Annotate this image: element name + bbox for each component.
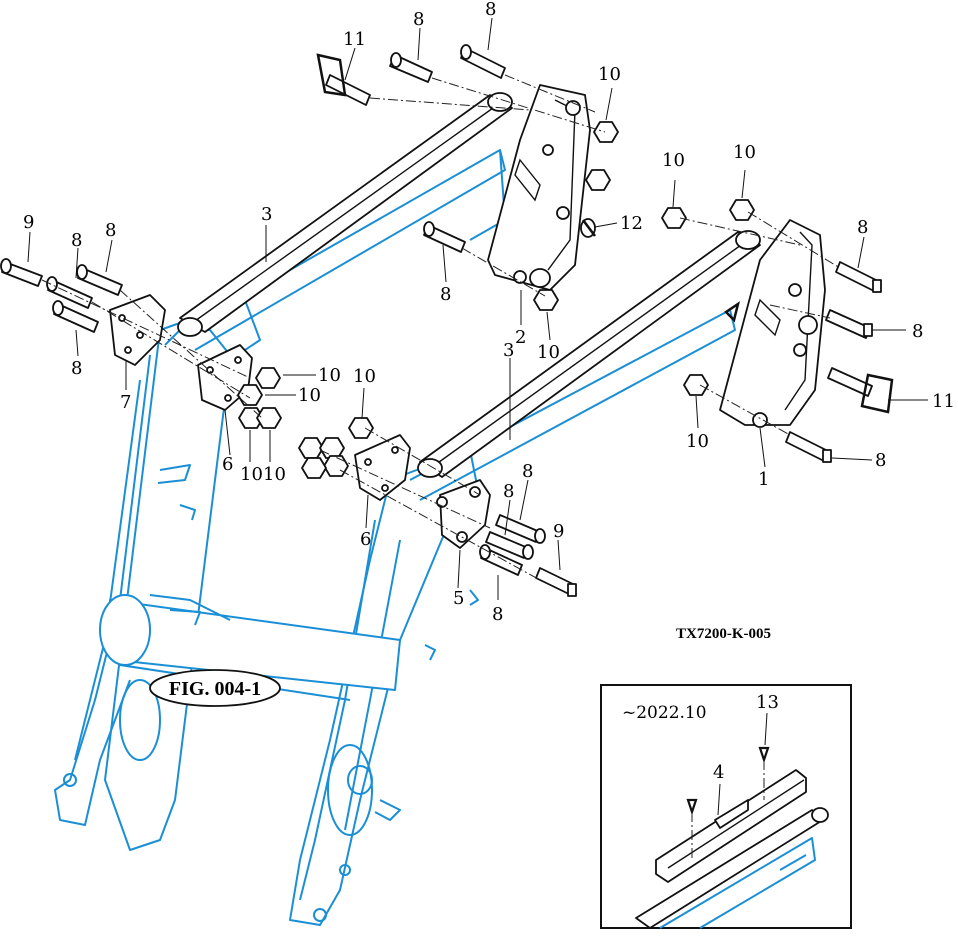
clip-12 (580, 218, 596, 238)
inset-callout-4: 4 (713, 762, 724, 783)
pins (0, 44, 894, 597)
callout-8-right-c: 8 (875, 450, 886, 471)
loader-frame (54, 149, 736, 926)
callout-8-right-b: 8 (912, 321, 923, 342)
callout-10-right-b: 10 (733, 142, 756, 163)
callout-1-bracket: 1 (758, 469, 769, 490)
callout-10-left-a: 10 (318, 365, 341, 386)
callout-10-left-c: 10 (240, 464, 263, 485)
mount-bracket-2 (487, 84, 591, 291)
callout-2-bracket: 2 (515, 327, 526, 348)
callout-8-upper-pin-b: 8 (485, 0, 496, 20)
callout-8-lower-c: 8 (492, 604, 503, 625)
inset-detail: ~2022.10 13 4 (600, 684, 852, 929)
callout-10-right-a: 10 (662, 150, 685, 171)
nuts (237, 121, 755, 479)
callout-12-clip: 12 (620, 213, 643, 234)
callout-7-plate: 7 (120, 392, 131, 413)
figure-reference-label: FIG. 004-1 (169, 678, 261, 700)
callout-5-plate: 5 (453, 588, 464, 609)
alignment-lines (41, 74, 841, 581)
callout-3-right-rail: 3 (503, 340, 514, 361)
callout-8-lower-b: 8 (503, 481, 514, 502)
callout-6-left-plate: 6 (222, 454, 233, 475)
plate-5 (436, 479, 491, 549)
callout-10-bracket2-bottom: 10 (537, 342, 560, 363)
leader-lines (27, 17, 928, 600)
callout-10-bracket2-top: 10 (598, 64, 621, 85)
callout-11-right: 11 (932, 391, 955, 412)
callout-10-mid-top: 10 (353, 366, 376, 387)
upper-rail-left (177, 92, 513, 337)
callout-labels: 11 8 8 10 12 8 2 10 3 9 8 8 8 7 10 10 6 … (23, 0, 955, 625)
callout-8-bracket2-bolt: 8 (440, 284, 451, 305)
clip-right (724, 301, 740, 323)
callout-8-left-b: 8 (105, 220, 116, 241)
figure-reference[interactable]: FIG. 004-1 (149, 669, 281, 707)
callout-8-left-a: 8 (71, 230, 82, 251)
drawing-code: TX7200-K-005 (676, 626, 771, 642)
callout-8-right-a: 8 (857, 217, 868, 238)
callout-10-left-d: 10 (263, 464, 286, 485)
plate-7 (109, 294, 166, 366)
callout-10-left-b: 10 (298, 385, 321, 406)
mount-bracket-1 (719, 219, 826, 428)
callout-6-right-plate: 6 (360, 529, 371, 550)
plate-6-right (354, 434, 411, 501)
callout-8-upper-pin-a: 8 (413, 9, 424, 30)
inset-date-label: ~2022.10 (622, 703, 707, 723)
upper-rail-right (417, 230, 761, 478)
callout-10-right-c: 10 (686, 431, 709, 452)
callout-9-lower: 9 (553, 521, 564, 542)
callout-8-left-c: 8 (71, 358, 82, 379)
callout-11-upper-left: 11 (343, 29, 366, 50)
inset-callout-13: 13 (756, 692, 779, 713)
callout-9-left: 9 (23, 212, 34, 233)
callout-3-left-rail: 3 (261, 204, 272, 225)
callout-8-lower-a: 8 (522, 461, 533, 482)
